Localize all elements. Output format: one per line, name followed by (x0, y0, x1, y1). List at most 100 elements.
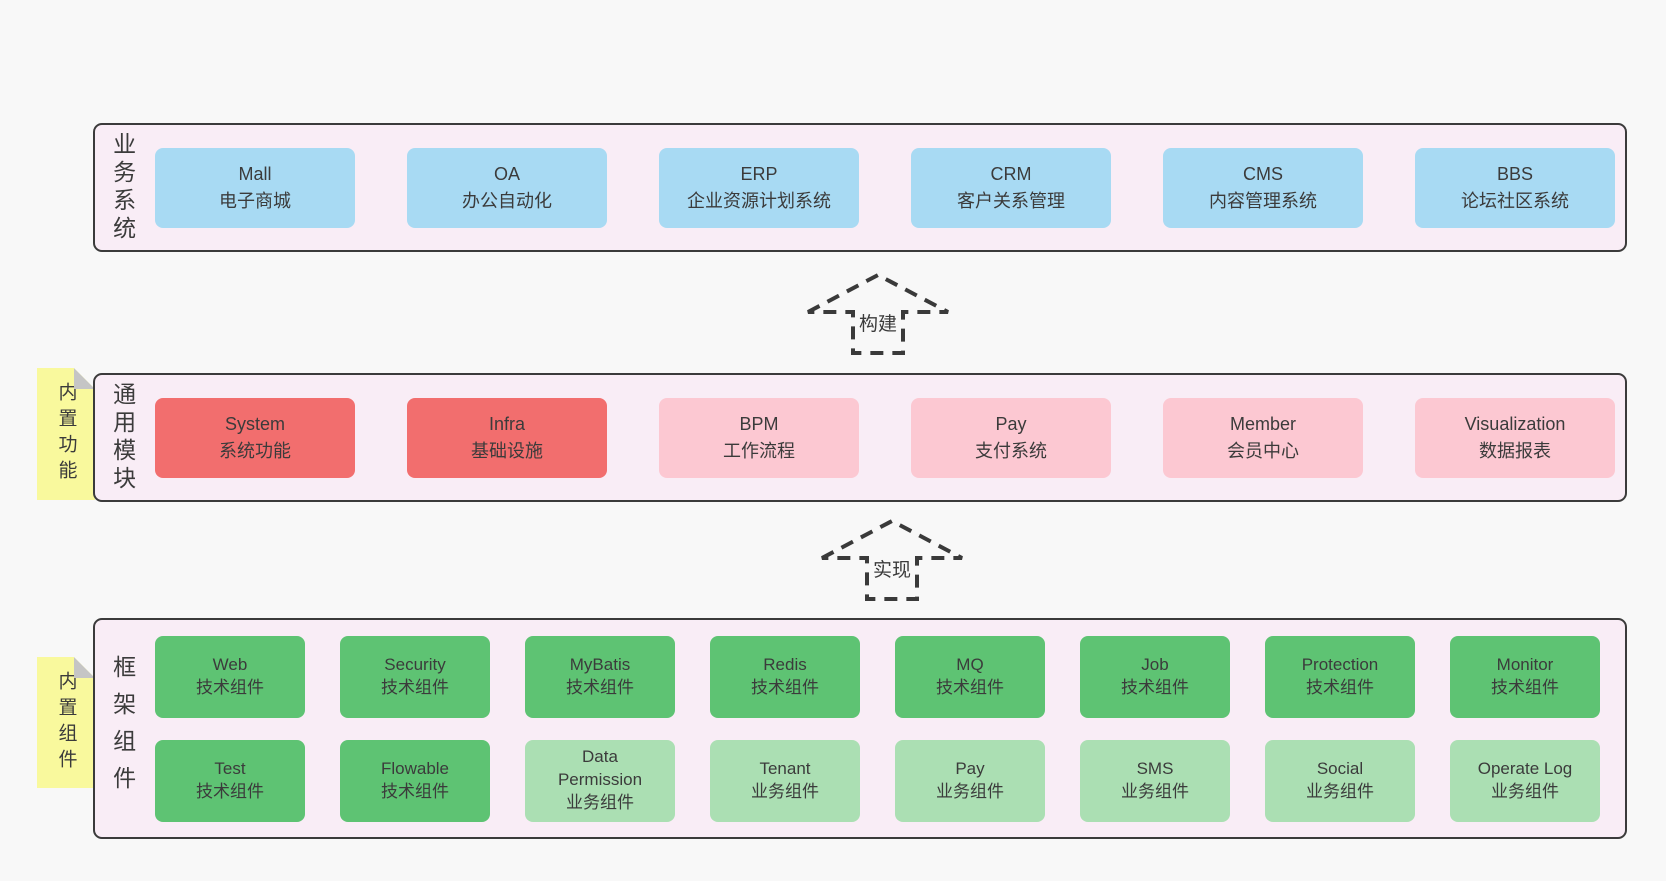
box-data-permission: Data Permission 业务组件 (525, 739, 675, 822)
band-framework-components: 框架组件 Web 技术组件 Security 技术组件 MyBatis 技术组件… (93, 618, 1627, 839)
box-cms: CMS 内容管理系统 (1163, 147, 1363, 228)
box-title: Flowable (380, 758, 450, 778)
box-subtitle: 技术组件 (381, 781, 449, 801)
band-business-systems: 业务系统 Mall 电子商城 OA 办公自动化 ERP 企业资源计划系统 CRM… (93, 123, 1627, 252)
box-visualization: Visualization 数据报表 (1415, 397, 1615, 478)
folded-corner-icon (74, 368, 95, 389)
box-row: System 系统功能 Infra 基础设施 BPM 工作流程 Pay 支付系统… (155, 375, 1615, 500)
box-subtitle: 技术组件 (196, 677, 264, 697)
box-subtitle: 工作流程 (723, 440, 795, 461)
box-erp: ERP 企业资源计划系统 (659, 147, 859, 228)
box-subtitle: 会员中心 (1227, 440, 1299, 461)
box-title: MyBatis (569, 654, 631, 674)
band-label: 业务系统 (109, 131, 136, 244)
box-title: Pay (955, 758, 985, 778)
box-subtitle: 技术组件 (381, 677, 449, 697)
box-subtitle: 数据报表 (1479, 440, 1551, 461)
box-subtitle: 业务组件 (1306, 781, 1374, 801)
box-title: ERP (740, 164, 778, 185)
box-subtitle: 技术组件 (936, 677, 1004, 697)
box-title: System (224, 414, 285, 435)
box-system: System 系统功能 (155, 397, 355, 478)
box-subtitle: 技术组件 (196, 781, 264, 801)
box-title: BBS (1496, 164, 1534, 185)
box-mybatis: MyBatis 技术组件 (525, 635, 675, 718)
band-common-modules: 通用模块 System 系统功能 Infra 基础设施 BPM 工作流程 Pay… (93, 373, 1627, 502)
box-title: Job (1141, 654, 1169, 674)
box-subtitle: 支付系统 (975, 440, 1047, 461)
box-title: Mall (238, 164, 272, 185)
box-test: Test 技术组件 (155, 739, 305, 822)
box-subtitle: 内容管理系统 (1209, 190, 1317, 211)
box-subtitle: 技术组件 (1306, 677, 1374, 697)
box-subtitle: 企业资源计划系统 (687, 190, 831, 211)
box-title: CMS (1243, 164, 1283, 185)
box-infra: Infra 基础设施 (407, 397, 607, 478)
dashed-up-arrow-icon (807, 272, 949, 355)
component-row-1: Web 技术组件 Security 技术组件 MyBatis 技术组件 Redi… (155, 635, 1600, 718)
box-title: Web (212, 654, 248, 674)
box-title: MQ (956, 654, 984, 674)
box-subtitle: 技术组件 (1121, 677, 1189, 697)
sticky-note-text: 内置组件 (55, 670, 77, 775)
box-title: Member (1229, 414, 1296, 435)
box-title: Social (1316, 758, 1364, 778)
box-title: Infra (488, 414, 526, 435)
box-oa: OA 办公自动化 (407, 147, 607, 228)
box-title: Test (214, 758, 246, 778)
arrow-label: 实现 (869, 555, 915, 582)
dashed-up-arrow-icon (821, 518, 963, 601)
box-subtitle: 基础设施 (471, 440, 543, 461)
box-subtitle: 电子商城 (219, 190, 291, 211)
band-label: 通用模块 (109, 381, 136, 494)
box-title: Security (384, 654, 446, 674)
box-title: Data Permission (557, 747, 643, 790)
box-subtitle: 办公自动化 (462, 190, 552, 211)
box-subtitle: 业务组件 (1491, 781, 1559, 801)
box-pay-module: Pay 支付系统 (911, 397, 1111, 478)
sticky-note-text: 内置功能 (55, 382, 77, 486)
box-job: Job 技术组件 (1080, 635, 1230, 718)
component-row-2: Test 技术组件 Flowable 技术组件 Data Permission … (155, 739, 1600, 822)
box-flowable: Flowable 技术组件 (340, 739, 490, 822)
sticky-note-builtin-components: 内置组件 (37, 657, 95, 788)
implement-arrow: 实现 (819, 518, 965, 602)
component-grid: Web 技术组件 Security 技术组件 MyBatis 技术组件 Redi… (155, 620, 1600, 837)
box-crm: CRM 客户关系管理 (911, 147, 1111, 228)
box-bpm: BPM 工作流程 (659, 397, 859, 478)
box-title: SMS (1136, 758, 1174, 778)
box-subtitle: 业务组件 (936, 781, 1004, 801)
box-subtitle: 技术组件 (566, 677, 634, 697)
box-monitor: Monitor 技术组件 (1450, 635, 1600, 718)
box-row: Mall 电子商城 OA 办公自动化 ERP 企业资源计划系统 CRM 客户关系… (155, 125, 1615, 250)
box-title: Monitor (1496, 654, 1554, 674)
box-title: Protection (1301, 654, 1379, 674)
box-subtitle: 技术组件 (751, 677, 819, 697)
box-operate-log: Operate Log 业务组件 (1450, 739, 1600, 822)
box-title: OA (493, 164, 520, 185)
arrow-label: 构建 (855, 309, 901, 336)
sticky-note-builtin-features: 内置功能 (37, 368, 95, 500)
box-sms: SMS 业务组件 (1080, 739, 1230, 822)
box-bbs: BBS 论坛社区系统 (1415, 147, 1615, 228)
box-title: Redis (763, 654, 807, 674)
box-security: Security 技术组件 (340, 635, 490, 718)
box-redis: Redis 技术组件 (710, 635, 860, 718)
band-label: 框架组件 (109, 654, 136, 803)
box-title: Visualization (1464, 414, 1566, 435)
box-member: Member 会员中心 (1163, 397, 1363, 478)
box-web: Web 技术组件 (155, 635, 305, 718)
box-mall: Mall 电子商城 (155, 147, 355, 228)
box-subtitle: 技术组件 (1491, 677, 1559, 697)
box-title: Pay (995, 414, 1027, 435)
box-pay-component: Pay 业务组件 (895, 739, 1045, 822)
box-subtitle: 业务组件 (566, 792, 634, 812)
box-title: CRM (990, 164, 1032, 185)
box-title: Tenant (759, 758, 811, 778)
box-protection: Protection 技术组件 (1265, 635, 1415, 718)
folded-corner-icon (74, 657, 95, 678)
build-arrow: 构建 (805, 272, 951, 356)
box-mq: MQ 技术组件 (895, 635, 1045, 718)
box-title: Operate Log (1477, 758, 1573, 778)
